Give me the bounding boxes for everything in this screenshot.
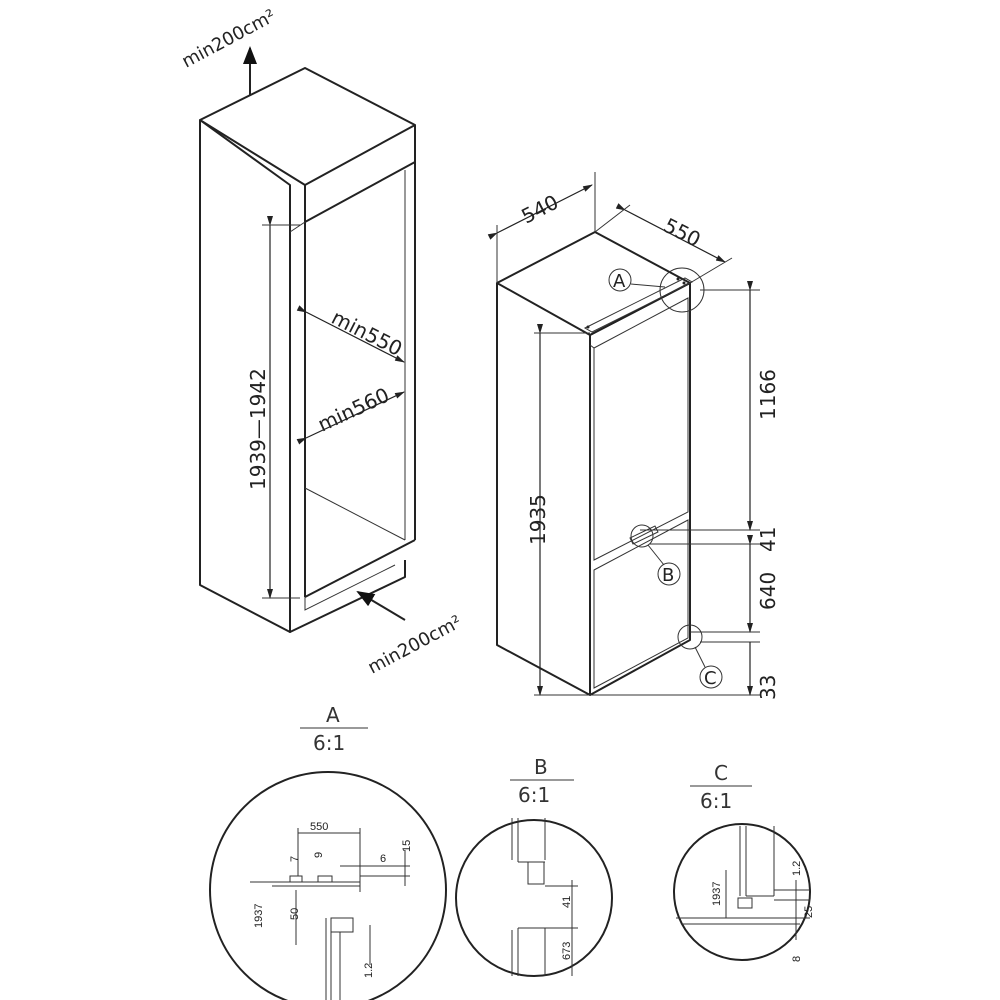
detail-a-dim-1937: 1937: [253, 904, 265, 928]
depth-dimension: [594, 203, 733, 284]
height-range-label: 1939—1942: [246, 368, 270, 490]
detail-c-circle: [673, 823, 811, 961]
gap-label: 41: [756, 527, 780, 552]
detail-b-dim-673: 673: [561, 942, 573, 960]
detail-c-dim-8: 8: [791, 956, 803, 962]
bottom-gap-label: 33: [756, 675, 780, 700]
min-depth-dimension: [296, 305, 405, 363]
detail-a-dim-50: 50: [289, 908, 301, 920]
vent-bottom-arrow: [356, 590, 406, 621]
detail-c-scale: 6:1: [700, 789, 732, 813]
detail-a-dim-6: 6: [380, 853, 386, 865]
detail-a-dim-7: 7: [289, 856, 301, 862]
detail-c-dim-1937: 1937: [711, 882, 723, 906]
upper-door-label: 1166: [756, 369, 780, 420]
min-depth-label: min550: [328, 305, 407, 361]
detail-a-dim-9: 9: [313, 852, 325, 858]
detail-b-scale: 6:1: [518, 783, 550, 807]
marker-b: [630, 524, 681, 586]
height-range-dimension: [262, 216, 300, 599]
marker-a-label: A: [613, 271, 626, 292]
depth-label: 550: [660, 213, 705, 252]
detail-a-circle: [209, 771, 447, 1000]
cabinet-niche-drawing: [199, 67, 416, 633]
width-dimension: [487, 172, 596, 283]
detail-c-title: C: [714, 761, 728, 785]
detail-a-dim-550: 550: [310, 821, 328, 833]
marker-a: [608, 267, 705, 313]
width-label: 540: [517, 190, 562, 229]
total-height-dimension: [534, 324, 590, 696]
min-width-label: min560: [314, 383, 393, 437]
marker-c-label: C: [704, 668, 717, 689]
total-height-label: 1935: [526, 494, 550, 545]
detail-a-scale: 6:1: [313, 731, 345, 755]
detail-c-dim-12: 1.2: [791, 861, 803, 876]
marker-b-label: B: [662, 565, 674, 586]
lower-door-label: 640: [756, 572, 780, 610]
detail-a-title: A: [326, 703, 340, 727]
detail-a-dim-15: 15: [401, 840, 413, 852]
min-width-dimension: [296, 391, 405, 445]
detail-a-dim-12: 1.2: [363, 963, 375, 978]
marker-c: [677, 624, 723, 689]
detail-b-title: B: [534, 755, 548, 779]
detail-b-dim-41: 41: [561, 896, 573, 908]
vent-top-label: min200cm²: [178, 6, 279, 73]
detail-c-dim-25: 25: [803, 906, 815, 918]
detail-b-circle: [455, 818, 613, 977]
door-dimensions: [590, 281, 760, 696]
vent-bottom-label: min200cm²: [364, 612, 465, 679]
